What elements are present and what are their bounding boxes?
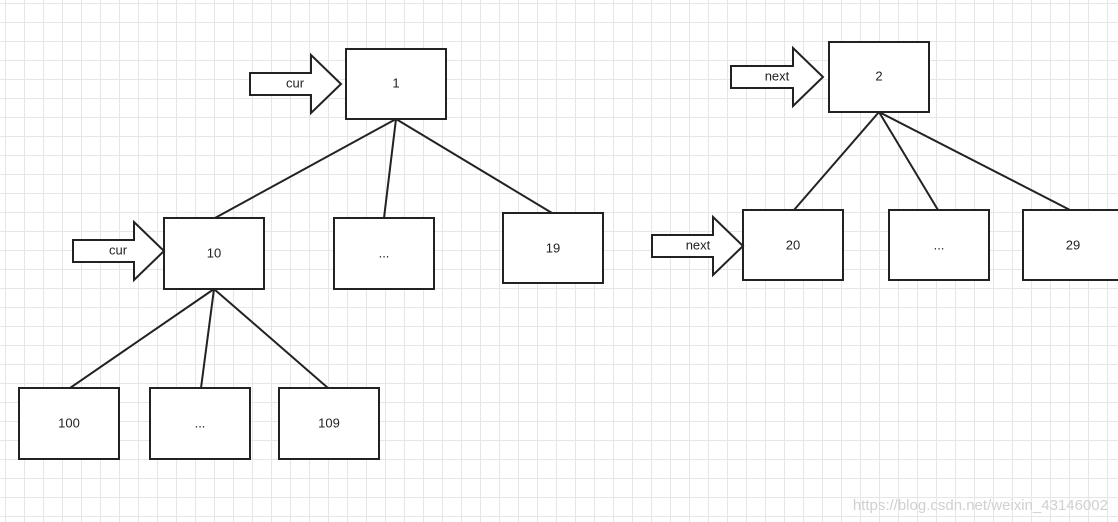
edge-10-100 <box>69 288 215 389</box>
node-ellipsis-level1: ... <box>333 217 435 290</box>
edge-1-19 <box>395 118 553 214</box>
node-10: 10 <box>163 217 265 290</box>
node-label: ... <box>934 237 945 252</box>
next-arrow-top: next <box>730 45 825 109</box>
edge-2-29 <box>878 111 1071 211</box>
edge-2-20 <box>793 111 880 211</box>
edge-10-dots <box>200 288 215 389</box>
node-label: ... <box>195 415 206 430</box>
node-1: 1 <box>345 48 447 120</box>
next-arrow-mid: next <box>651 214 745 278</box>
node-109: 109 <box>278 387 380 460</box>
arrow-label: cur <box>109 242 128 257</box>
node-label: 1 <box>392 75 399 90</box>
node-label: 10 <box>207 245 221 260</box>
node-ellipsis-right: ... <box>888 209 990 281</box>
node-label: 19 <box>546 240 560 255</box>
edge-10-109 <box>213 288 329 389</box>
watermark-text: https://blog.csdn.net/weixin_43146002 <box>852 497 1108 514</box>
node-100: 100 <box>18 387 120 460</box>
node-2: 2 <box>828 41 930 113</box>
edges <box>69 111 1071 389</box>
arrow-label: cur <box>286 75 305 90</box>
edge-2-dots <box>878 111 939 211</box>
node-label: 29 <box>1066 237 1080 252</box>
node-ellipsis-level2: ... <box>149 387 251 460</box>
node-label: ... <box>379 245 390 260</box>
node-label: 100 <box>58 415 80 430</box>
node-label: 109 <box>318 415 340 430</box>
node-19: 19 <box>502 212 604 284</box>
node-label: 2 <box>875 68 882 83</box>
cur-arrow-top: cur <box>249 52 343 116</box>
node-label: 20 <box>786 237 800 252</box>
node-20: 20 <box>742 209 844 281</box>
edge-1-dots <box>383 118 397 219</box>
arrow-label: next <box>765 68 790 83</box>
edge-1-10 <box>214 118 397 219</box>
arrow-label: next <box>686 237 711 252</box>
node-29: 29 <box>1022 209 1118 281</box>
cur-arrow-mid: cur <box>72 219 166 283</box>
